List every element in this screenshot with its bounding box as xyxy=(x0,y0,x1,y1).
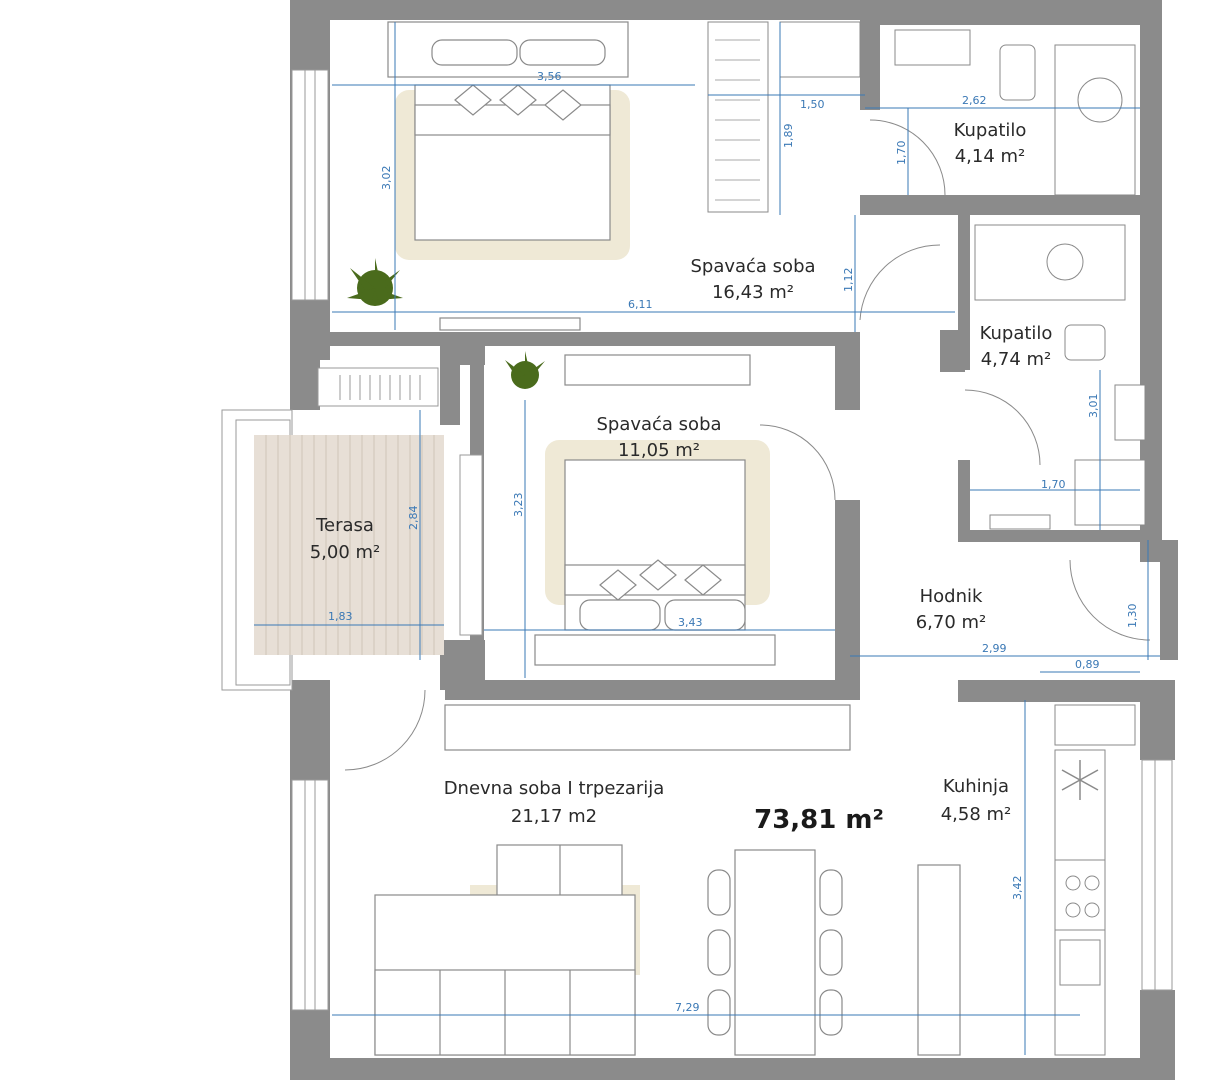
dim-terrace-height: 2,84 xyxy=(407,506,420,531)
dim-wardrobe-height: 1,89 xyxy=(782,124,795,149)
total-area: 73,81 m² xyxy=(754,805,884,835)
dim-kitchen-closet: 0,89 xyxy=(1075,658,1100,671)
dim-entrance: 1,30 xyxy=(1126,604,1139,629)
dim-wardrobe-width: 1,50 xyxy=(800,98,825,111)
dim-bedroom2-height: 3,23 xyxy=(512,493,525,518)
dimension-labels: 3,56 1,50 2,62 3,02 1,89 1,70 6,11 1,12 … xyxy=(328,70,1139,1014)
room-area-bedroom2: 11,05 m² xyxy=(618,440,700,461)
door-swings xyxy=(344,119,1151,771)
dim-terrace-width: 1,83 xyxy=(328,610,353,623)
dim-bath2-height: 3,01 xyxy=(1087,394,1100,419)
dim-bath1-height: 1,70 xyxy=(895,141,908,166)
kitchen-fixtures xyxy=(1054,704,1136,1056)
room-area-terrace: 5,00 m² xyxy=(310,542,381,563)
bathroom-2-fixtures xyxy=(974,224,1146,530)
windows xyxy=(291,69,1173,1011)
room-name-bedroom2: Spavaća soba xyxy=(596,414,721,435)
room-name-living: Dnevna soba I trpezarija xyxy=(444,778,665,799)
bedroom-2-furniture xyxy=(534,354,776,666)
dim-bedroom1-height: 3,02 xyxy=(380,166,393,191)
dimension-lines xyxy=(254,22,1160,1055)
room-name-bathroom1: Kupatilo xyxy=(954,120,1027,141)
dim-bedroom2-width: 3,43 xyxy=(678,616,703,629)
room-labels: Spavaća soba 16,43 m² Kupatilo 4,14 m² K… xyxy=(310,120,1053,835)
dim-bath1-width: 2,62 xyxy=(962,94,987,107)
dim-hallway-width: 2,99 xyxy=(982,642,1007,655)
dim-bath2-width: 1,70 xyxy=(1041,478,1066,491)
walls xyxy=(290,0,1178,1080)
room-name-terrace: Terasa xyxy=(315,515,374,536)
dim-bedroom1-width: 3,56 xyxy=(537,70,562,83)
plant-icon xyxy=(505,351,545,389)
room-name-kitchen: Kuhinja xyxy=(943,776,1009,797)
dim-passage: 1,12 xyxy=(842,268,855,293)
room-area-kitchen: 4,58 m² xyxy=(941,804,1012,825)
plant-icon xyxy=(347,258,403,306)
room-name-hallway: Hodnik xyxy=(920,586,983,607)
dim-kitchen-height: 3,42 xyxy=(1011,876,1024,901)
bedroom-1-furniture xyxy=(387,21,630,331)
room-area-hallway: 6,70 m² xyxy=(916,612,987,633)
snowflake-icon xyxy=(1061,760,1099,800)
room-name-bedroom1: Spavaća soba xyxy=(690,256,815,277)
bathroom-1-fixtures xyxy=(894,29,1136,196)
dim-bedroom1-length: 6,11 xyxy=(628,298,653,311)
dim-living-width: 7,29 xyxy=(675,1001,700,1014)
wardrobe-1 xyxy=(707,21,861,213)
room-area-living: 21,17 m2 xyxy=(511,806,597,827)
room-name-bathroom2: Kupatilo xyxy=(980,323,1053,344)
living-furniture xyxy=(374,704,961,1056)
terrace-floor xyxy=(221,367,444,691)
room-area-bathroom2: 4,74 m² xyxy=(981,349,1052,370)
room-area-bedroom1: 16,43 m² xyxy=(712,282,794,303)
room-area-bathroom1: 4,14 m² xyxy=(955,146,1026,167)
